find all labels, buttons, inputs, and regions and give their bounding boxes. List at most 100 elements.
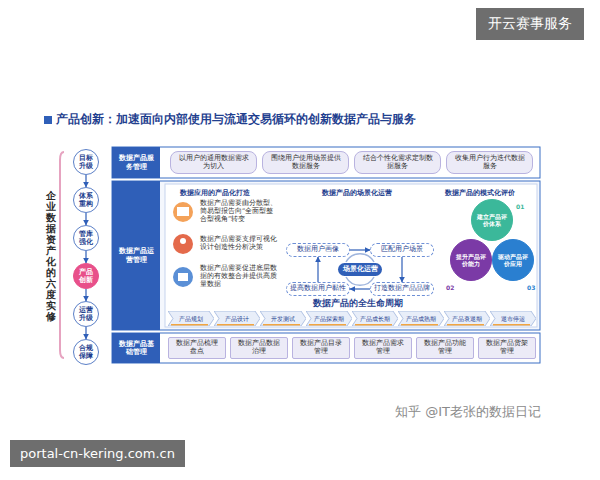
node-text: 数据产品需要由分散型、简易型报告向“全面型整合型视角”转变: [200, 200, 280, 223]
node-text: 提升产品评价能力: [456, 253, 486, 267]
node-text: 数据产品需要促进底层数据的有效整合并提供高质量数据: [200, 265, 280, 288]
chevron-accent: [493, 324, 530, 326]
row-frame: [112, 333, 540, 363]
chevron-accent: [217, 324, 254, 326]
service-pill: 以用户的通用数据需求为切入: [170, 151, 257, 174]
data-icon: [178, 273, 188, 281]
watermark: 知乎 @IT老张的数据日记: [395, 403, 541, 421]
cycle-arc: [346, 254, 374, 262]
node-text: 围绕用户使用场景提供数据服务: [269, 155, 342, 171]
node-text: 产品创新: [79, 268, 93, 285]
connector-arrow: [85, 251, 86, 263]
column-heading: 数据应用的产品化打造: [180, 188, 250, 198]
connector-arrow: [350, 249, 370, 250]
base-box: 数据产品梳理盘点: [168, 337, 226, 359]
node-text: 产品探索期: [314, 315, 344, 322]
stage-circle: 管库强化: [73, 225, 99, 251]
diagram-title: 产品创新：加速面向内部使用与流通交易循环的创新数据产品与服务: [56, 112, 416, 127]
callout-number: 01: [516, 203, 524, 210]
node-text: 匹配用户场景: [381, 246, 423, 254]
stage-circle: 合规保障: [73, 339, 99, 365]
lifecycle-chevron: 产品成长期: [352, 311, 398, 326]
node-text: 打造数据产品品牌: [374, 285, 430, 293]
row-frame: [112, 147, 540, 178]
chevron-shape: [214, 311, 260, 326]
node-text: 数据产品货架管理: [483, 340, 531, 356]
node-text: 结合个性化需求定制数据服务: [361, 155, 434, 171]
node-text: 数据产品基础管理: [117, 340, 155, 357]
column-heading: 数据产品的场景化运营: [322, 188, 392, 198]
section-heading: 数据产品的全生命周期: [313, 298, 403, 310]
node-text: 数据产品需求管理: [359, 340, 407, 356]
node-text: 运营升级: [79, 306, 93, 323]
cycle-arc: [346, 277, 374, 285]
connector-arrow: [85, 289, 86, 301]
chevron-accent: [309, 324, 346, 326]
person-icon: [173, 234, 193, 254]
node-text: 提高数据用户黏性: [290, 285, 346, 293]
node-text: 数据产品运营管理: [117, 247, 155, 264]
service-pill: 围绕用户使用场景提供数据服务: [262, 151, 349, 174]
node-text: 目标升级: [79, 154, 93, 171]
node-text: 驱动产品评价应用: [498, 253, 528, 267]
connector-arrow: [85, 175, 86, 187]
node-text: 开发测试: [271, 315, 295, 322]
node-text: 产品规划: [179, 315, 203, 322]
chevron-shape: [260, 311, 306, 326]
person-icon: [180, 238, 186, 244]
requirement-text: 数据产品需要促进底层数据的有效整合并提供高质量数据: [198, 264, 282, 290]
evaluation-circle: 提升产品评价能力: [450, 239, 492, 281]
chevron-shape: [168, 311, 214, 326]
connector-arrow: [350, 288, 370, 289]
node-text: 合规保障: [79, 344, 93, 361]
lifecycle-chevron: 开发测试: [260, 311, 306, 326]
chevron-shape: [444, 311, 490, 326]
node-text: 场景化运营: [343, 266, 378, 274]
report-icon: [177, 207, 189, 216]
stage-circle: 运营升级: [73, 301, 99, 327]
node-text: 以用户的通用数据需求为切入: [177, 155, 250, 171]
evaluation-circle: 建立产品评价体系: [471, 199, 513, 241]
row-label: 数据产品服务管理: [112, 147, 160, 178]
stage-circle: 体系重构: [73, 187, 99, 213]
watermark: portal-cn-kering.com.cn: [10, 440, 185, 467]
row-label: 数据产品运营管理: [112, 181, 160, 330]
connector-arrow: [317, 257, 318, 282]
base-box: 数据产品功能管理: [416, 337, 474, 359]
base-box: 数据产品目录管理: [292, 337, 350, 359]
node-text: 产品成熟期: [406, 315, 436, 322]
inner-panel: [165, 184, 537, 327]
scene-hub: 场景化运营: [338, 263, 382, 276]
chevron-accent: [401, 324, 438, 326]
chevron-shape: [306, 311, 352, 326]
lifecycle-chevron: 产品探索期: [306, 311, 352, 326]
node-text: 产品衰退期: [452, 315, 482, 322]
row-label: 数据产品基础管理: [112, 333, 160, 363]
stage-circle: 产品创新: [73, 263, 99, 289]
callout-number: 02: [446, 284, 454, 291]
node-text: 体系重构: [79, 192, 93, 209]
node-text: 收集用户行为迭代数据服务: [453, 155, 526, 171]
node-text: 建立产品评价体系: [477, 213, 507, 227]
node-text: 数据产品功能管理: [421, 340, 469, 356]
data-icon: [173, 267, 193, 287]
stage-circle: 目标升级: [73, 149, 99, 175]
node-text: 产品设计: [225, 315, 249, 322]
column-heading: 数据产品的模式化评价: [445, 188, 515, 198]
chevron-accent: [447, 324, 484, 326]
node-text: 数据产品目录管理: [297, 340, 345, 356]
service-pill: 收集用户行为迭代数据服务: [446, 151, 533, 174]
chevron-shape: [398, 311, 444, 326]
evaluation-circle: 驱动产品评价应用: [492, 239, 534, 281]
lifecycle-chevron: 退市停运: [490, 311, 536, 326]
node-text: 数据产品需要支撑可视化设计创造性分析决策: [200, 236, 280, 252]
scene-box: 数据用户画像: [286, 243, 350, 257]
chevron-accent: [171, 324, 208, 326]
chevron-shape: [490, 311, 536, 326]
node-text: 产品成长期: [360, 315, 390, 322]
node-text: 数据产品数据治理: [235, 340, 283, 356]
connector-arrow: [85, 327, 86, 339]
base-box: 数据产品数据治理: [230, 337, 288, 359]
scene-box: 打造数据产品品牌: [370, 282, 434, 296]
